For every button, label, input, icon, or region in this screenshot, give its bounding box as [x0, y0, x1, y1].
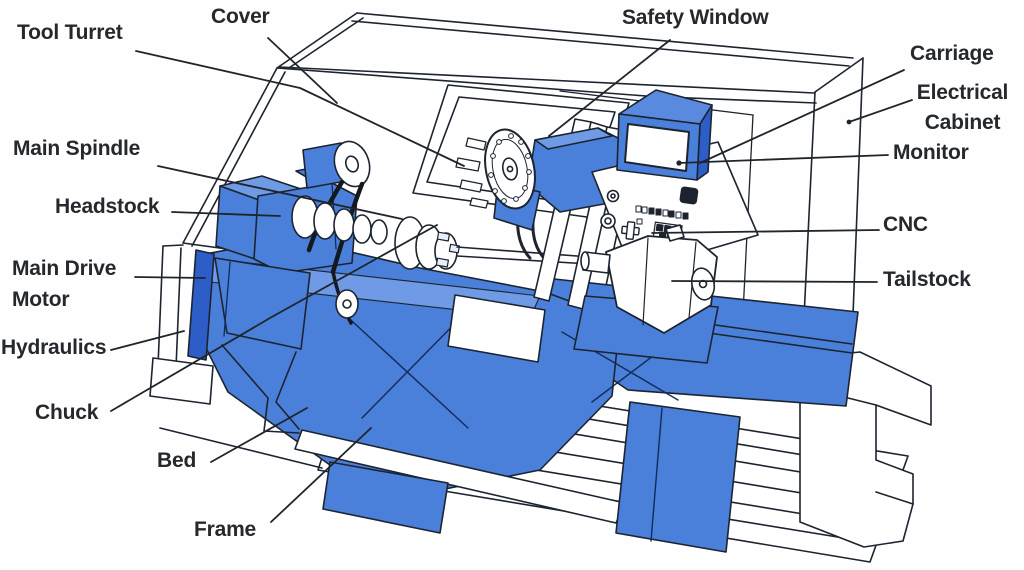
turret-bolt-holes	[488, 133, 532, 204]
leader-carriage	[699, 69, 905, 164]
label-frame: Frame	[194, 518, 257, 541]
leader-lines	[110, 37, 913, 523]
leader-headstock	[171, 211, 281, 217]
label-chuck: Chuck	[35, 401, 99, 424]
leader-tool-turret	[135, 50, 465, 167]
motor-lower	[214, 257, 311, 350]
main-spindle-shaft	[291, 195, 388, 245]
label-hydraulics: Hydraulics	[1, 336, 107, 359]
leader-main-spindle	[157, 165, 403, 220]
label-main-drive-motor: Main Drive Motor	[12, 257, 117, 311]
label-tool-turret: Tool Turret	[17, 21, 123, 44]
leader-electrical-cabinet	[848, 99, 913, 123]
label-carriage: Carriage	[910, 42, 994, 65]
label-headstock: Headstock	[55, 195, 160, 218]
leader-safety-window	[548, 39, 671, 137]
hydraulics-rail	[149, 244, 215, 405]
belt-pulleys	[302, 140, 371, 325]
leader-bed	[210, 407, 308, 463]
leader-tailstock	[671, 280, 878, 283]
label-monitor: Monitor	[893, 141, 969, 164]
label-electrical-cabinet: Electrical Cabinet	[916, 81, 1009, 134]
leader-chuck	[110, 224, 438, 412]
label-cover: Cover	[211, 5, 270, 28]
label-cnc: CNC	[883, 213, 928, 236]
bed-flange	[294, 429, 626, 524]
leader-frame	[270, 427, 372, 523]
label-tailstock: Tailstock	[883, 268, 971, 291]
frame-right-foot	[615, 401, 741, 553]
leader-monitor	[678, 154, 889, 164]
label-bed: Bed	[157, 449, 197, 472]
leader-cnc	[651, 229, 880, 234]
turret-tool-bits	[455, 137, 489, 209]
workpiece-bar	[456, 246, 591, 265]
leader-cover	[267, 37, 338, 104]
headstock-motor	[214, 163, 358, 350]
jog-cross-keypad	[621, 221, 640, 240]
chuck-assembly	[394, 216, 595, 270]
dip-switch-row	[635, 205, 689, 220]
leader-main-drive-motor	[134, 276, 206, 279]
monitor-screen	[624, 123, 690, 172]
label-safety-window: Safety Window	[622, 6, 769, 29]
frame-left-foot	[322, 461, 449, 534]
label-main-spindle: Main Spindle	[13, 137, 141, 160]
leader-hydraulics	[110, 330, 185, 351]
